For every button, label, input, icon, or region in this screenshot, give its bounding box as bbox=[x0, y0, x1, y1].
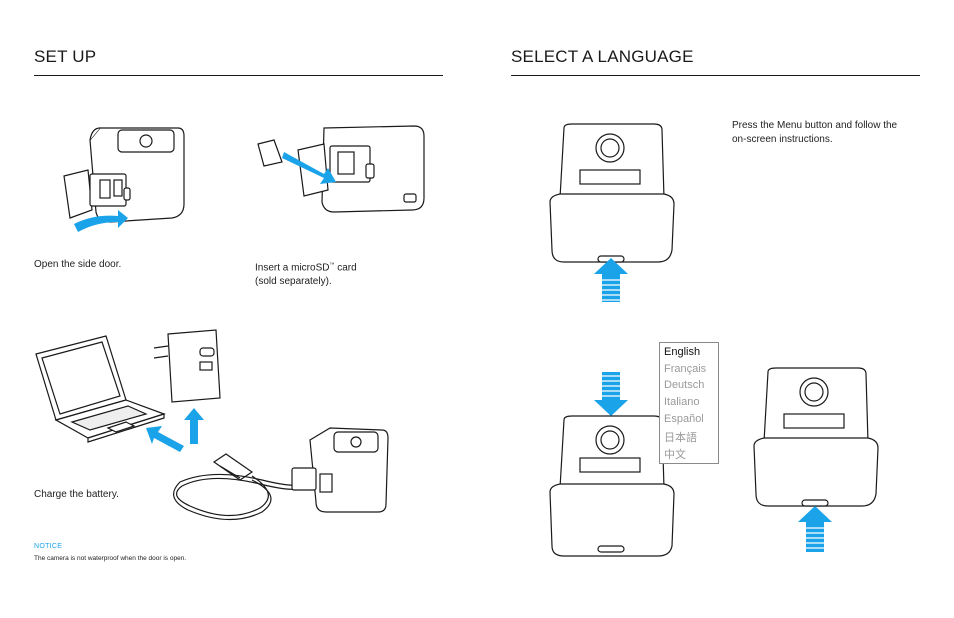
microsd-insert-icon bbox=[257, 125, 425, 213]
charging-illustration bbox=[35, 329, 389, 521]
camera-charging-icon bbox=[291, 427, 389, 513]
language-option-japanese[interactable]: 日本語 bbox=[664, 432, 697, 444]
camera-exit-icon bbox=[753, 367, 879, 552]
language-option-chinese[interactable]: 中文 bbox=[664, 449, 686, 461]
menu-instruction-line1: Press the Menu button and follow the bbox=[732, 120, 898, 131]
insert-card-line1: Insert a microSD bbox=[255, 262, 330, 274]
step-insert-card-caption: Insert a microSD™ card (sold separately)… bbox=[255, 258, 357, 289]
language-heading-rule bbox=[511, 75, 920, 76]
language-option-deutsch[interactable]: Deutsch bbox=[664, 379, 705, 391]
notice-title: NOTICE bbox=[34, 543, 63, 550]
menu-instruction-line2: on-screen instructions. bbox=[732, 134, 833, 145]
language-option-english[interactable]: English bbox=[664, 346, 701, 358]
setup-heading-rule bbox=[34, 75, 443, 76]
wall-charger-icon bbox=[153, 329, 221, 403]
notice-text: The camera is not waterproof when the do… bbox=[34, 555, 187, 562]
insert-card-line1b: card bbox=[334, 262, 357, 274]
step-open-door-caption: Open the side door. bbox=[34, 259, 122, 270]
setup-heading: SET UP bbox=[34, 47, 97, 66]
language-heading: SELECT A LANGUAGE bbox=[511, 47, 694, 66]
language-list: English Français Deutsch Italiano Españo… bbox=[659, 342, 719, 464]
language-option-espanol[interactable]: Español bbox=[664, 413, 704, 425]
trademark-mark: ™ bbox=[329, 262, 335, 268]
menu-instruction: Press the Menu button and follow the on-… bbox=[732, 119, 897, 147]
language-option-francais[interactable]: Français bbox=[664, 363, 707, 375]
camera-select-icon bbox=[549, 372, 675, 557]
camera-door-open-icon bbox=[63, 127, 185, 232]
laptop-icon bbox=[35, 335, 166, 443]
language-option-italiano[interactable]: Italiano bbox=[664, 396, 700, 408]
insert-card-line2: (sold separately). bbox=[255, 276, 332, 288]
camera-front-icon bbox=[549, 123, 675, 302]
step-charge-caption: Charge the battery. bbox=[34, 489, 119, 500]
usb-cable-icon bbox=[173, 453, 307, 521]
